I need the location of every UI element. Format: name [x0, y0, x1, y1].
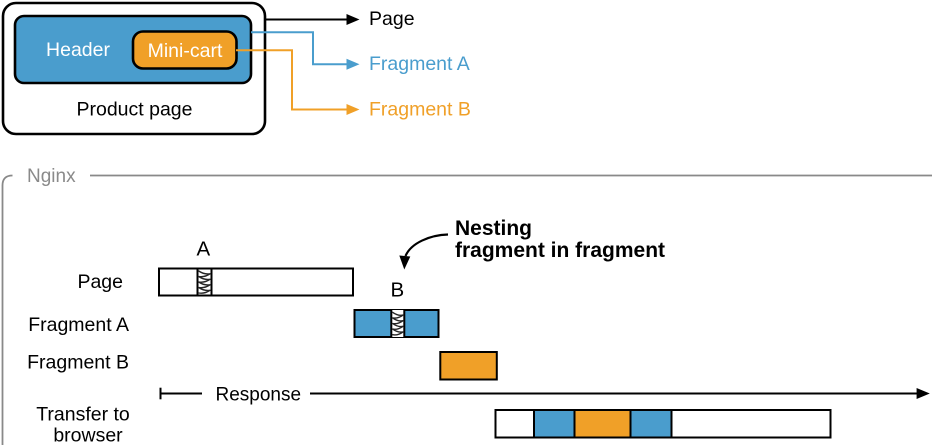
svg-text:B: B: [390, 279, 404, 302]
svg-text:Fragment B: Fragment B: [27, 352, 129, 374]
svg-text:Nesting: Nesting: [455, 217, 532, 240]
svg-text:browser: browser: [53, 425, 123, 445]
svg-text:Page: Page: [369, 8, 415, 30]
svg-text:Transfer to: Transfer to: [36, 404, 130, 426]
svg-text:Page: Page: [77, 271, 123, 293]
svg-text:A: A: [196, 238, 210, 261]
svg-text:Header: Header: [46, 39, 110, 61]
svg-text:Fragment B: Fragment B: [369, 98, 471, 120]
svg-text:Fragment A: Fragment A: [28, 314, 129, 336]
svg-text:Response: Response: [216, 384, 302, 405]
svg-text:Product page: Product page: [76, 99, 192, 121]
svg-text:Fragment A: Fragment A: [369, 53, 470, 75]
svg-text:Mini-cart: Mini-cart: [148, 40, 223, 62]
svg-text:Nginx: Nginx: [27, 166, 76, 187]
svg-text:fragment in fragment: fragment in fragment: [455, 239, 665, 262]
